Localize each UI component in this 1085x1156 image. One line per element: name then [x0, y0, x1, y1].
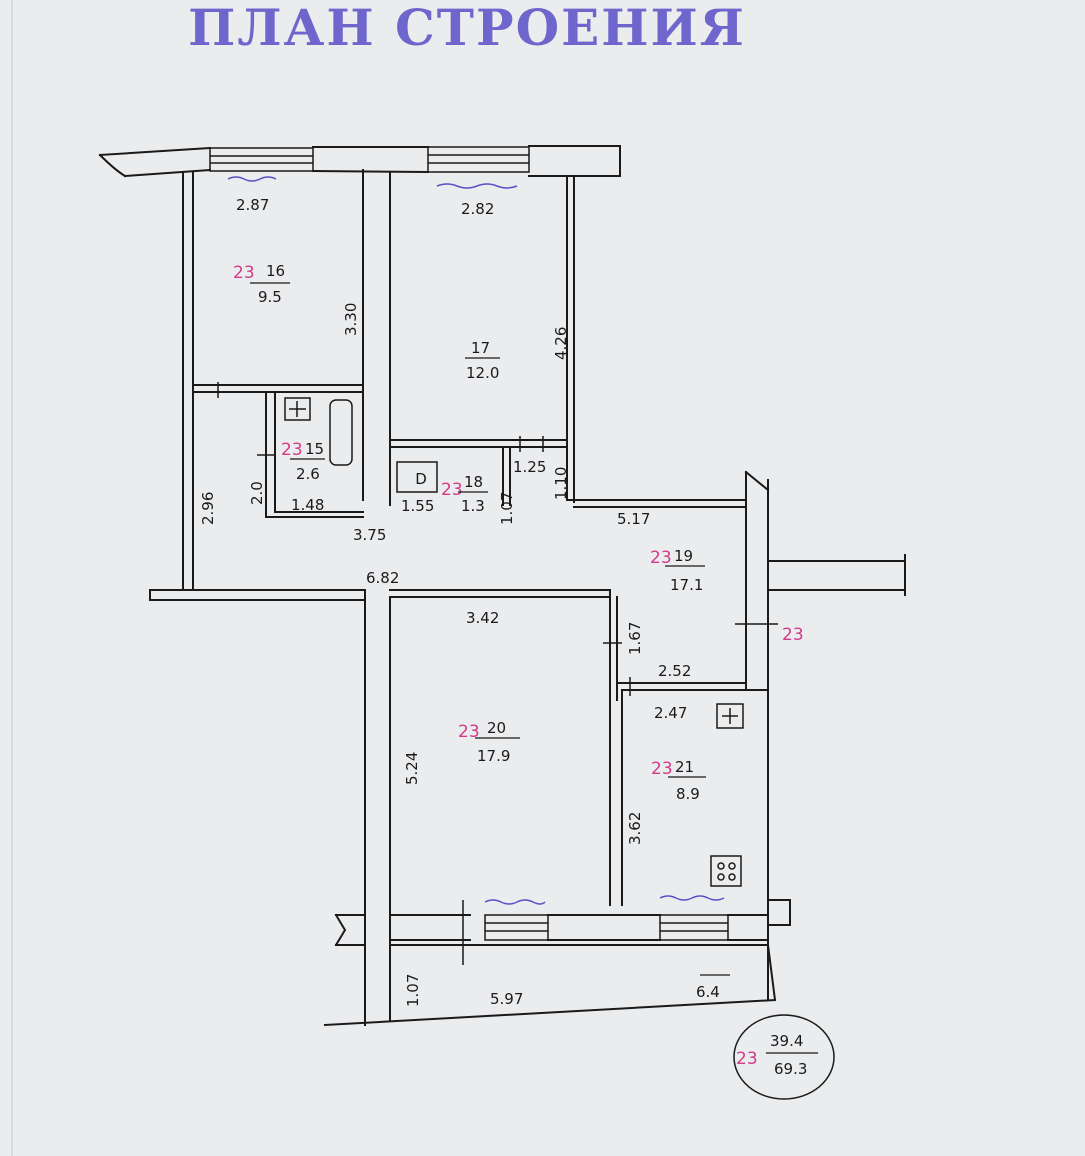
- room-16-number: 16: [266, 262, 285, 280]
- sink-icon: [284, 397, 311, 421]
- room-18-number: 18: [464, 473, 483, 491]
- dim-5-97: 5.97: [490, 990, 523, 1008]
- room-17-label: 17 12.0: [465, 339, 500, 382]
- dim-3-42: 3.42: [466, 609, 499, 627]
- bathtub-icon: [329, 399, 353, 466]
- page-title: ПЛАН СТРОЕНИЯ: [188, 0, 746, 57]
- dim-1-48: 1.48: [291, 496, 324, 514]
- totals-badge: 23 39.4 69.3: [733, 1014, 835, 1100]
- room-15-area: 2.6: [296, 465, 320, 483]
- room-15-number: 15: [305, 440, 324, 458]
- windows: [209, 146, 729, 941]
- room-21-mark: 23: [651, 759, 673, 779]
- room-19-area: 17.1: [670, 576, 703, 594]
- room-18-mark: 23: [441, 480, 463, 500]
- room-17-number: 17: [471, 339, 490, 357]
- dim-3-62: 3.62: [626, 812, 644, 845]
- dim-5-24: 5.24: [403, 752, 421, 785]
- room-20-label: 23 20 17.9: [458, 719, 520, 765]
- dim-3-75: 3.75: [353, 526, 386, 544]
- room-19-mark: 23: [650, 548, 672, 568]
- dim-1-25: 1.25: [513, 458, 546, 476]
- room-18-area: 1.3: [461, 497, 485, 515]
- totals-total: 69.3: [774, 1060, 807, 1078]
- dim-2-52: 2.52: [658, 662, 691, 680]
- toilet-icon: D: [396, 461, 438, 493]
- room-21-number: 21: [675, 758, 694, 776]
- window-sill-marks: [227, 176, 725, 905]
- room-21-area: 8.9: [676, 785, 700, 803]
- totals-living: 39.4: [770, 1032, 803, 1050]
- room-15-mark: 23: [281, 440, 303, 460]
- room-20-area: 17.9: [477, 747, 510, 765]
- room-17-area: 12.0: [466, 364, 499, 382]
- room-19-label: 23 19 17.1: [650, 547, 705, 594]
- dim-1-55: 1.55: [401, 497, 434, 515]
- dimension-labels: 2.87 2.82 3.30 4.26 2.96 2.0 1.48 1.55 1…: [199, 196, 691, 1008]
- dim-2-82: 2.82: [461, 200, 494, 218]
- dim-1-67: 1.67: [626, 622, 644, 655]
- balcony-number: 6.4: [696, 983, 720, 1001]
- room-19-number: 19: [674, 547, 693, 565]
- dim-1-07-toilet: 1.07: [498, 492, 516, 525]
- room-18-label: 23 18 1.3: [441, 473, 488, 515]
- room-16-mark: 23: [233, 263, 255, 283]
- balcony-label: 6.4: [696, 974, 730, 1001]
- dim-4-26: 4.26: [552, 327, 570, 360]
- room-20-mark: 23: [458, 722, 480, 742]
- room-16-area: 9.5: [258, 288, 282, 306]
- walls: [98, 145, 906, 1027]
- room-20-number: 20: [487, 719, 506, 737]
- dim-2-0: 2.0: [248, 481, 266, 505]
- dim-1-07-balcony: 1.07: [404, 974, 422, 1007]
- toilet-letter: D: [415, 470, 427, 488]
- door-marks: [217, 382, 778, 965]
- dim-5-17: 5.17: [617, 510, 650, 528]
- room-21-label: 23 21 8.9: [651, 758, 706, 803]
- room-15-label: 23 15 2.6: [281, 440, 325, 483]
- kitchen-sink-icon: [716, 703, 744, 729]
- stove-icon: [710, 855, 742, 887]
- dim-2-87: 2.87: [236, 196, 269, 214]
- dim-2-96: 2.96: [199, 492, 217, 525]
- dim-6-82: 6.82: [366, 569, 399, 587]
- room-16-label: 23 16 9.5: [233, 262, 290, 306]
- dim-1-10: 1.10: [552, 467, 570, 500]
- corridor-mark: 23: [782, 625, 804, 645]
- totals-mark: 23: [736, 1049, 758, 1069]
- dim-3-30: 3.30: [342, 303, 360, 336]
- dim-2-47: 2.47: [654, 704, 687, 722]
